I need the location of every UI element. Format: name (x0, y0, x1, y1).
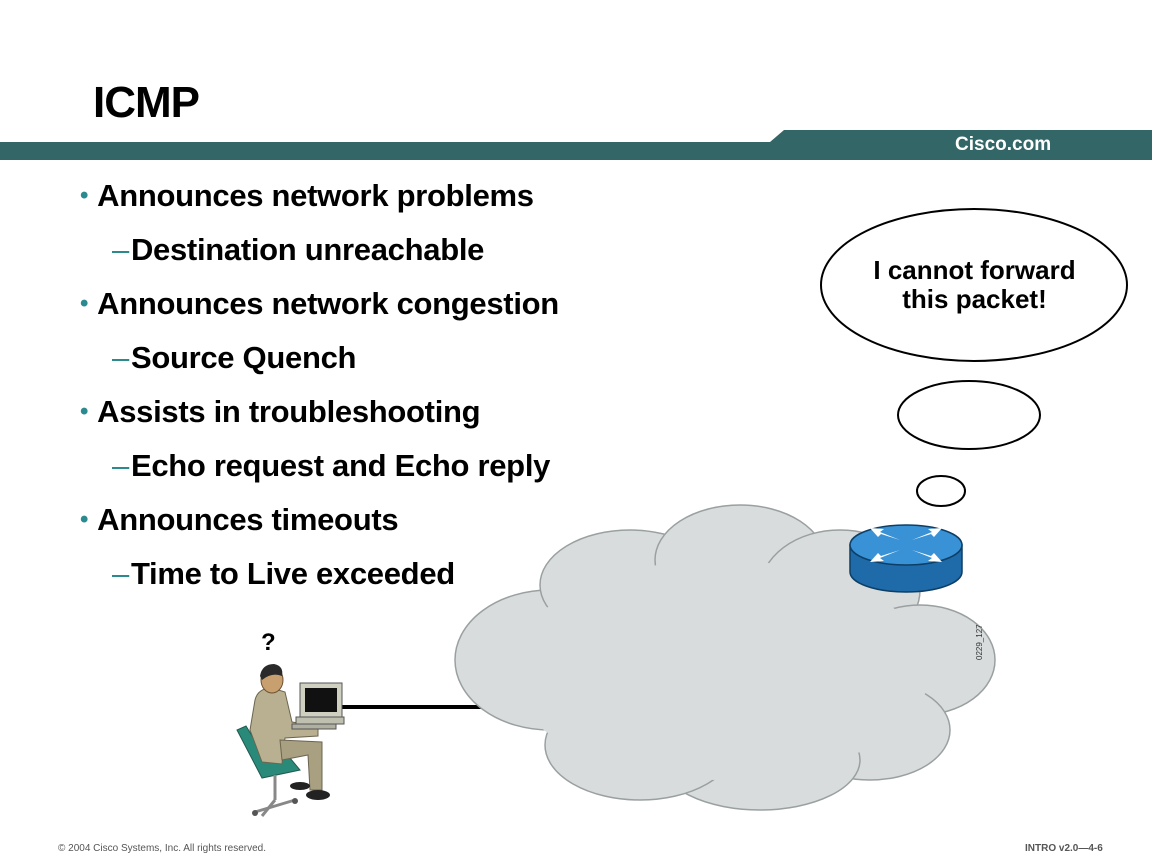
sub-bullet-item: –Destination unreachable (112, 232, 485, 267)
dash-icon: – (112, 232, 129, 267)
bullet-dot-icon: • (80, 182, 89, 209)
bullet-item: •Assists in troubleshooting (80, 394, 481, 429)
bullet-dot-icon: • (80, 398, 89, 425)
footer-copyright: © 2004 Cisco Systems, Inc. All rights re… (58, 843, 267, 854)
router-icon (849, 524, 963, 593)
dash-icon: – (112, 448, 129, 483)
thought-bubble-icon (820, 208, 1128, 507)
figure-code: 0229_127 (975, 624, 984, 660)
dash-icon: – (112, 556, 129, 591)
bullet-item: •Announces network congestion (80, 286, 559, 321)
bullet-item: •Announces timeouts (80, 502, 399, 537)
bullet-dot-icon: • (80, 290, 89, 317)
header-bar (0, 130, 1152, 160)
user-at-computer-icon (236, 664, 345, 817)
dash-icon: – (112, 340, 129, 375)
thought-bubble-text: I cannot forward this packet! (873, 255, 1076, 314)
cisco-brand-logo: Cisco.com (955, 134, 1052, 155)
question-mark: ? (261, 629, 276, 656)
sub-bullet-item: –Echo request and Echo reply (112, 448, 551, 483)
footer-page-ref: INTRO v2.0—4-6 (1025, 843, 1103, 854)
slide-title: ICMP (93, 78, 200, 127)
sub-bullet-item: –Source Quench (112, 340, 357, 375)
sub-bullet-item: –Time to Live exceeded (112, 556, 455, 591)
bullet-dot-icon: • (80, 506, 89, 533)
network-cloud-icon (454, 504, 996, 811)
bullet-item: •Announces network problems (80, 178, 534, 213)
